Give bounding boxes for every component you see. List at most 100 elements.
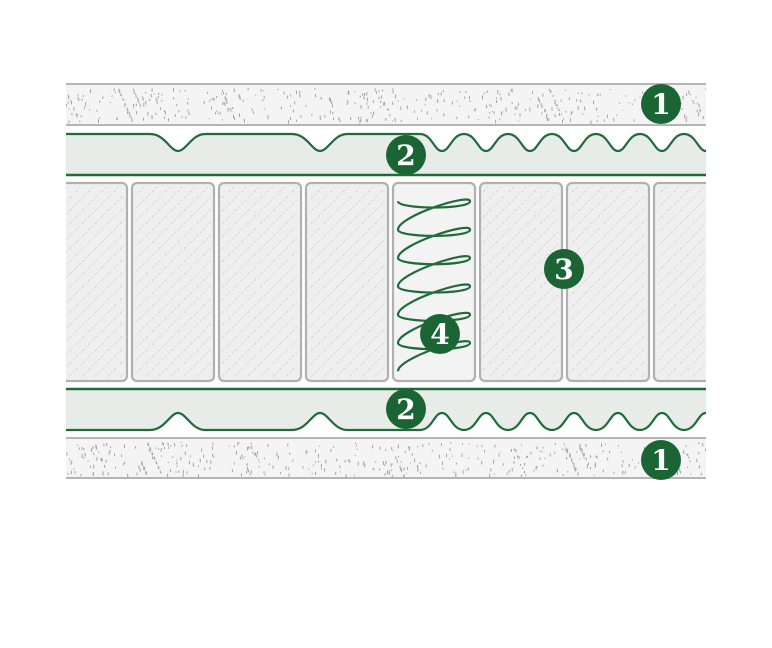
foam-speckle (184, 451, 186, 456)
foam-speckle (495, 119, 497, 124)
foam-speckle (158, 92, 160, 95)
foam-speckle (81, 447, 83, 450)
foam-speckle (264, 473, 266, 476)
foam-speckle (339, 471, 341, 473)
foam-speckle (681, 108, 683, 111)
foam-speckle (141, 461, 143, 466)
foam-speckle (567, 448, 569, 453)
foam-speckle (517, 455, 518, 458)
foam-speckle (149, 447, 151, 451)
foam-speckle (613, 471, 615, 474)
foam-speckle (364, 463, 366, 468)
foam-speckle (558, 112, 560, 116)
foam-speckle (493, 473, 495, 475)
foam-speckle (411, 453, 413, 456)
foam-speckle (602, 450, 604, 453)
foam-speckle (536, 466, 538, 468)
foam-speckle (688, 456, 690, 459)
foam-speckle (356, 448, 358, 450)
foam-speckle (469, 95, 470, 100)
foam-speckle (89, 109, 91, 111)
foam-speckle (585, 457, 587, 461)
foam-speckle (440, 92, 442, 96)
foam-speckle (500, 97, 502, 101)
foam-speckle (638, 462, 640, 464)
foam-speckle (353, 474, 355, 477)
foam-speckle (421, 109, 423, 112)
foam-speckle (517, 102, 519, 106)
foam-speckle (374, 88, 376, 90)
top-felt-layer (66, 132, 706, 177)
foam-speckle (330, 449, 332, 452)
marker-top-felt: 2 (386, 135, 426, 175)
foam-speckle (422, 444, 424, 448)
foam-speckle (674, 88, 675, 90)
foam-speckle (695, 96, 697, 98)
foam-speckle (102, 96, 104, 99)
foam-speckle (99, 117, 101, 119)
foam-speckle (382, 89, 384, 92)
foam-speckle (335, 471, 337, 475)
foam-speckle (90, 465, 91, 468)
foam-speckle (80, 115, 82, 118)
spring-core-layer (66, 181, 706, 383)
pocket-cell (565, 181, 651, 383)
foam-speckle (174, 443, 176, 447)
foam-speckle (607, 457, 609, 461)
foam-speckle (114, 91, 116, 94)
foam-speckle (596, 120, 598, 122)
pocket-cell (652, 181, 706, 383)
foam-speckle (236, 450, 237, 455)
foam-speckle (403, 475, 405, 478)
foam-speckle (116, 117, 118, 120)
foam-speckle (468, 443, 470, 445)
foam-speckle (511, 88, 513, 93)
foam-speckle (514, 106, 516, 110)
foam-speckle (149, 98, 151, 102)
foam-speckle (576, 451, 578, 453)
foam-speckle (428, 442, 430, 445)
foam-speckle (536, 446, 538, 450)
foam-speckle (121, 94, 123, 97)
foam-speckle (549, 91, 551, 94)
foam-speckle (622, 460, 624, 463)
foam-speckle (263, 457, 265, 460)
foam-speckle (127, 112, 128, 114)
foam-speckle (170, 469, 171, 472)
foam-speckle (455, 472, 457, 477)
foam-speckle (80, 474, 82, 477)
pocket-cell (478, 181, 564, 383)
foam-speckle (380, 100, 382, 103)
foam-speckle (315, 94, 316, 98)
foam-speckle (385, 449, 387, 452)
foam-speckle (565, 110, 567, 113)
foam-speckle (93, 464, 95, 469)
foam-speckle (290, 105, 291, 107)
foam-speckle (204, 467, 206, 471)
foam-speckle (379, 446, 381, 450)
foam-speckle (150, 448, 152, 451)
foam-speckle (525, 456, 527, 458)
foam-speckle (143, 117, 144, 121)
foam-speckle (111, 95, 113, 97)
foam-speckle (380, 95, 382, 99)
foam-speckle (81, 98, 83, 101)
foam-speckle (465, 469, 467, 471)
foam-speckle (164, 446, 165, 450)
foam-speckle (431, 449, 433, 452)
foam-speckle (102, 473, 104, 476)
foam-speckle (428, 94, 430, 98)
foam-speckle (639, 96, 641, 98)
foam-speckle (333, 446, 335, 448)
foam-speckle (185, 116, 187, 119)
foam-speckle (416, 98, 418, 101)
foam-speckle (698, 465, 700, 469)
foam-speckle (151, 456, 153, 460)
foam-speckle (287, 443, 289, 447)
foam-speckle (404, 450, 406, 454)
bottom-foam-layer (66, 437, 706, 479)
foam-speckle (397, 444, 399, 449)
foam-speckle (391, 469, 393, 471)
foam-speckle (283, 91, 285, 95)
foam-speckle (148, 443, 150, 447)
